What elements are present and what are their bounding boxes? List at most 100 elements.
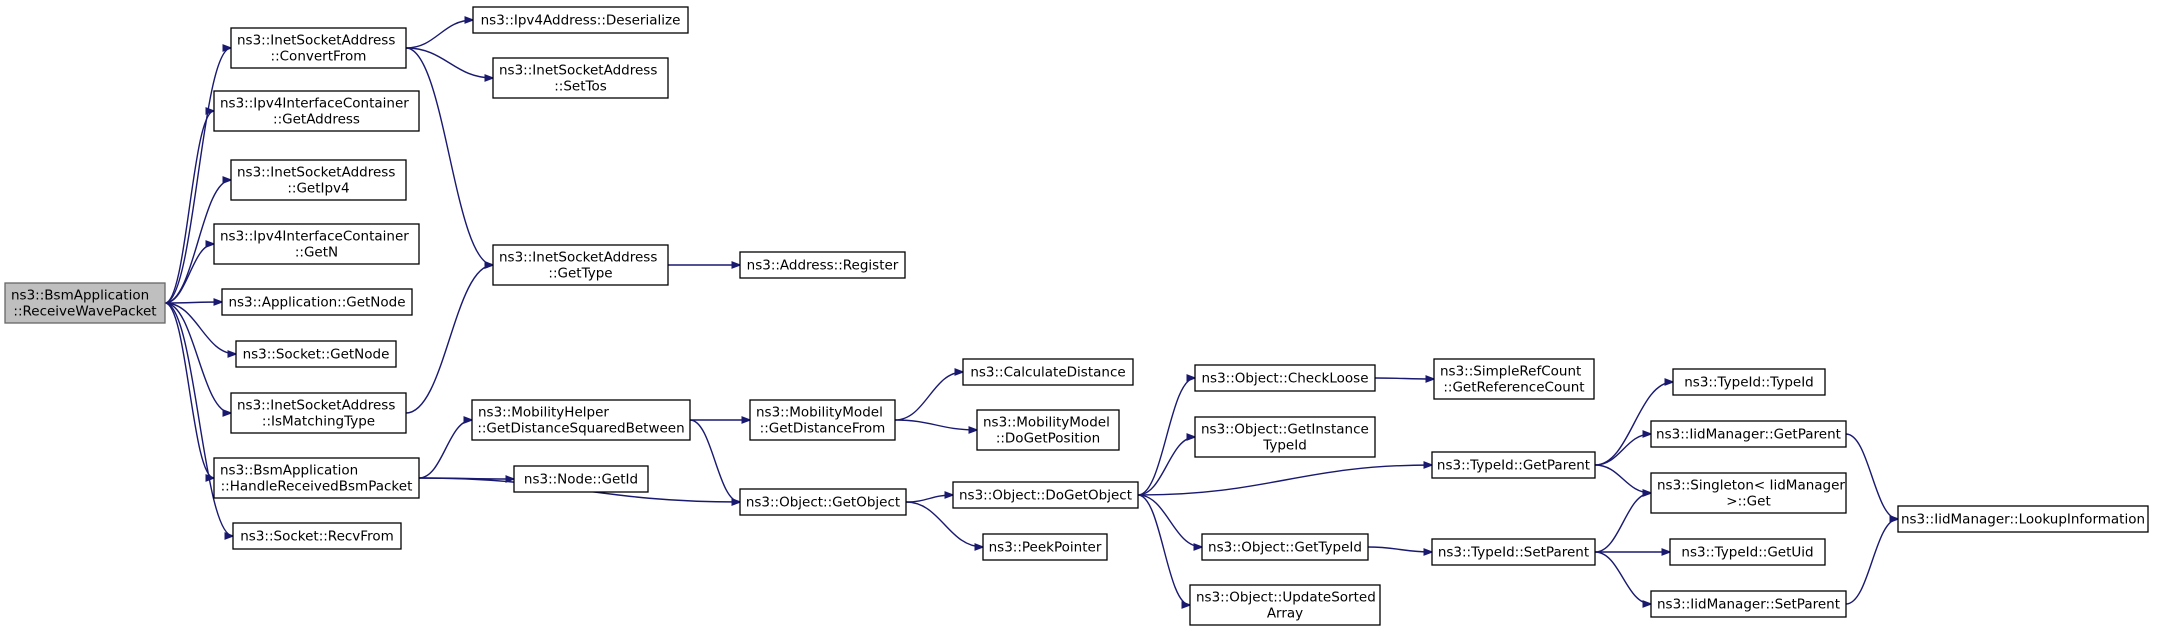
node-box (235, 340, 397, 368)
node-label: ns3::IidManager::GetParent (1656, 427, 1841, 443)
edge-getObject-to-peekPointer (905, 501, 983, 547)
node-box (982, 533, 1108, 561)
node-typeIdSetParent[interactable]: ns3::TypeId::SetParent (1431, 538, 1596, 566)
node-box (1650, 420, 1847, 448)
node-label: ns3::BsmApplication (220, 463, 358, 479)
node-lookupInfo[interactable]: ns3::IidManager::LookupInformation (1897, 505, 2149, 533)
node-box (471, 399, 691, 441)
node-handleReceived[interactable]: ns3::BsmApplication::HandleReceivedBsmPa… (213, 457, 420, 499)
edge-doGetObject-to-typeIdGetParent (1137, 465, 1432, 496)
edge-root-to-ipv4GetAddress (164, 111, 214, 304)
edge-iidGetParent-to-lookupInfo (1845, 433, 1898, 519)
node-getRefCount[interactable]: ns3::SimpleRefCount::GetReferenceCount (1433, 358, 1595, 400)
node-label: ns3::Object::CheckLoose (1201, 371, 1368, 387)
edge-convertFrom-to-setTos (405, 47, 493, 78)
node-label: ns3::Object::DoGetObject (959, 488, 1132, 504)
node-ipv4GetAddress[interactable]: ns3::Ipv4InterfaceContainer::GetAddress (213, 90, 420, 132)
edge-getDistanceFrom-to-calcDistance (894, 372, 963, 421)
node-label: ns3::Ipv4InterfaceContainer (220, 96, 409, 112)
edge-root-to-ipv4GetN (164, 244, 214, 304)
edge-root-to-appGetNode (164, 302, 222, 303)
node-typeIdGetParent[interactable]: ns3::TypeId::GetParent (1431, 451, 1596, 479)
node-label: ::ReceiveWavePacket (13, 304, 156, 320)
node-label: ns3::MobilityModel (983, 415, 1110, 431)
node-label: ns3::Object::GetInstance (1201, 422, 1369, 438)
node-getDistanceFrom[interactable]: ns3::MobilityModel::GetDistanceFrom (749, 399, 896, 441)
edge-typeIdGetParent-to-singletonGet (1594, 464, 1651, 493)
node-singletonGet[interactable]: ns3::Singleton< IidManager >::Get (1650, 472, 1847, 514)
node-getType[interactable]: ns3::InetSocketAddress::GetType (492, 244, 669, 286)
node-label: ns3::Object::UpdateSorted (1196, 590, 1376, 606)
node-nodeGetId[interactable]: ns3::Node::GetId (513, 465, 649, 493)
node-box (472, 6, 689, 34)
node-box (221, 288, 413, 316)
node-label: ns3::Socket::RecvFrom (240, 529, 394, 545)
edge-typeIdSetParent-to-singletonGet (1594, 493, 1651, 553)
node-getIpv4[interactable]: ns3::InetSocketAddress::GetIpv4 (230, 159, 407, 201)
node-getDistSq[interactable]: ns3::MobilityHelper::GetDistanceSquaredB… (471, 399, 691, 441)
node-appGetNode[interactable]: ns3::Application::GetNode (221, 288, 413, 316)
node-label: ns3::MobilityHelper (478, 405, 609, 421)
node-box (952, 481, 1139, 509)
node-typeIdCtor[interactable]: ns3::TypeId::TypeId (1672, 368, 1826, 396)
node-label: ns3::TypeId::TypeId (1684, 375, 1814, 391)
node-label: ns3::InetSocketAddress (237, 33, 395, 49)
node-iidSetParent[interactable]: ns3::IidManager::SetParent (1650, 590, 1847, 618)
node-label: ::SetTos (554, 79, 607, 95)
node-label: ns3::Singleton< IidManager (1657, 478, 1845, 494)
node-label: ns3::InetSocketAddress (499, 250, 657, 266)
node-addressRegister[interactable]: ns3::Address::Register (739, 251, 906, 279)
node-box (232, 522, 402, 550)
node-isMatchingType[interactable]: ns3::InetSocketAddress::IsMatchingType (230, 392, 407, 434)
edge-layer (164, 20, 1898, 605)
node-box (230, 27, 407, 69)
node-typeIdGetUid[interactable]: ns3::TypeId::GetUid (1669, 538, 1826, 566)
node-box (492, 57, 669, 99)
node-doGetPosition[interactable]: ns3::MobilityModel::DoGetPosition (976, 409, 1120, 451)
node-root[interactable]: ns3::BsmApplication::ReceiveWavePacket (4, 282, 166, 324)
node-box (230, 159, 407, 201)
node-box (213, 90, 420, 132)
node-label: ns3::TypeId::GetUid (1681, 545, 1813, 561)
node-label: ns3::Object::GetObject (746, 495, 900, 511)
node-doGetObject[interactable]: ns3::Object::DoGetObject (952, 481, 1139, 509)
node-label: ns3::IidManager::SetParent (1657, 597, 1840, 613)
node-peekPointer[interactable]: ns3::PeekPointer (982, 533, 1108, 561)
edge-root-to-convertFrom (164, 48, 231, 304)
node-box (513, 465, 649, 493)
node-label: ::IsMatchingType (262, 414, 375, 430)
node-box (1433, 358, 1595, 400)
node-socketGetNode[interactable]: ns3::Socket::GetNode (235, 340, 397, 368)
node-label: ns3::InetSocketAddress (499, 63, 657, 79)
node-label: ns3::TypeId::GetParent (1437, 458, 1590, 474)
node-box (1672, 368, 1826, 396)
node-iidGetParent[interactable]: ns3::IidManager::GetParent (1650, 420, 1847, 448)
node-label: >::Get (1726, 494, 1770, 510)
node-label: ::GetN (295, 245, 338, 261)
node-calcDistance[interactable]: ns3::CalculateDistance (962, 358, 1134, 386)
node-recvFrom[interactable]: ns3::Socket::RecvFrom (232, 522, 402, 550)
node-label: ns3::Ipv4Address::Deserialize (481, 13, 681, 29)
edge-iidSetParent-to-lookupInfo (1845, 519, 1898, 605)
node-label: ns3::BsmApplication (11, 288, 149, 304)
node-setTos[interactable]: ns3::InetSocketAddress::SetTos (492, 57, 669, 99)
node-box (976, 409, 1120, 451)
node-convertFrom[interactable]: ns3::InetSocketAddress::ConvertFrom (230, 27, 407, 69)
edge-typeIdGetParent-to-typeIdCtor (1594, 382, 1673, 466)
node-ipv4GetN[interactable]: ns3::Ipv4InterfaceContainer::GetN (213, 223, 420, 265)
node-box (739, 488, 907, 516)
node-label: Array (1267, 606, 1303, 622)
node-objGetTypeId[interactable]: ns3::Object::GetTypeId (1201, 533, 1369, 561)
node-label: ns3::InetSocketAddress (237, 165, 395, 181)
node-label: ns3::TypeId::SetParent (1438, 545, 1589, 561)
edge-root-to-recvFrom (164, 302, 233, 536)
node-label: ns3::Application::GetNode (228, 295, 405, 311)
node-getObject[interactable]: ns3::Object::GetObject (739, 488, 907, 516)
node-label: ns3::MobilityModel (756, 405, 883, 421)
node-checkLoose[interactable]: ns3::Object::CheckLoose (1194, 364, 1376, 392)
node-box (1897, 505, 2149, 533)
node-ipv4Deserialize[interactable]: ns3::Ipv4Address::Deserialize (472, 6, 689, 34)
edge-root-to-isMatchingType (164, 302, 231, 413)
